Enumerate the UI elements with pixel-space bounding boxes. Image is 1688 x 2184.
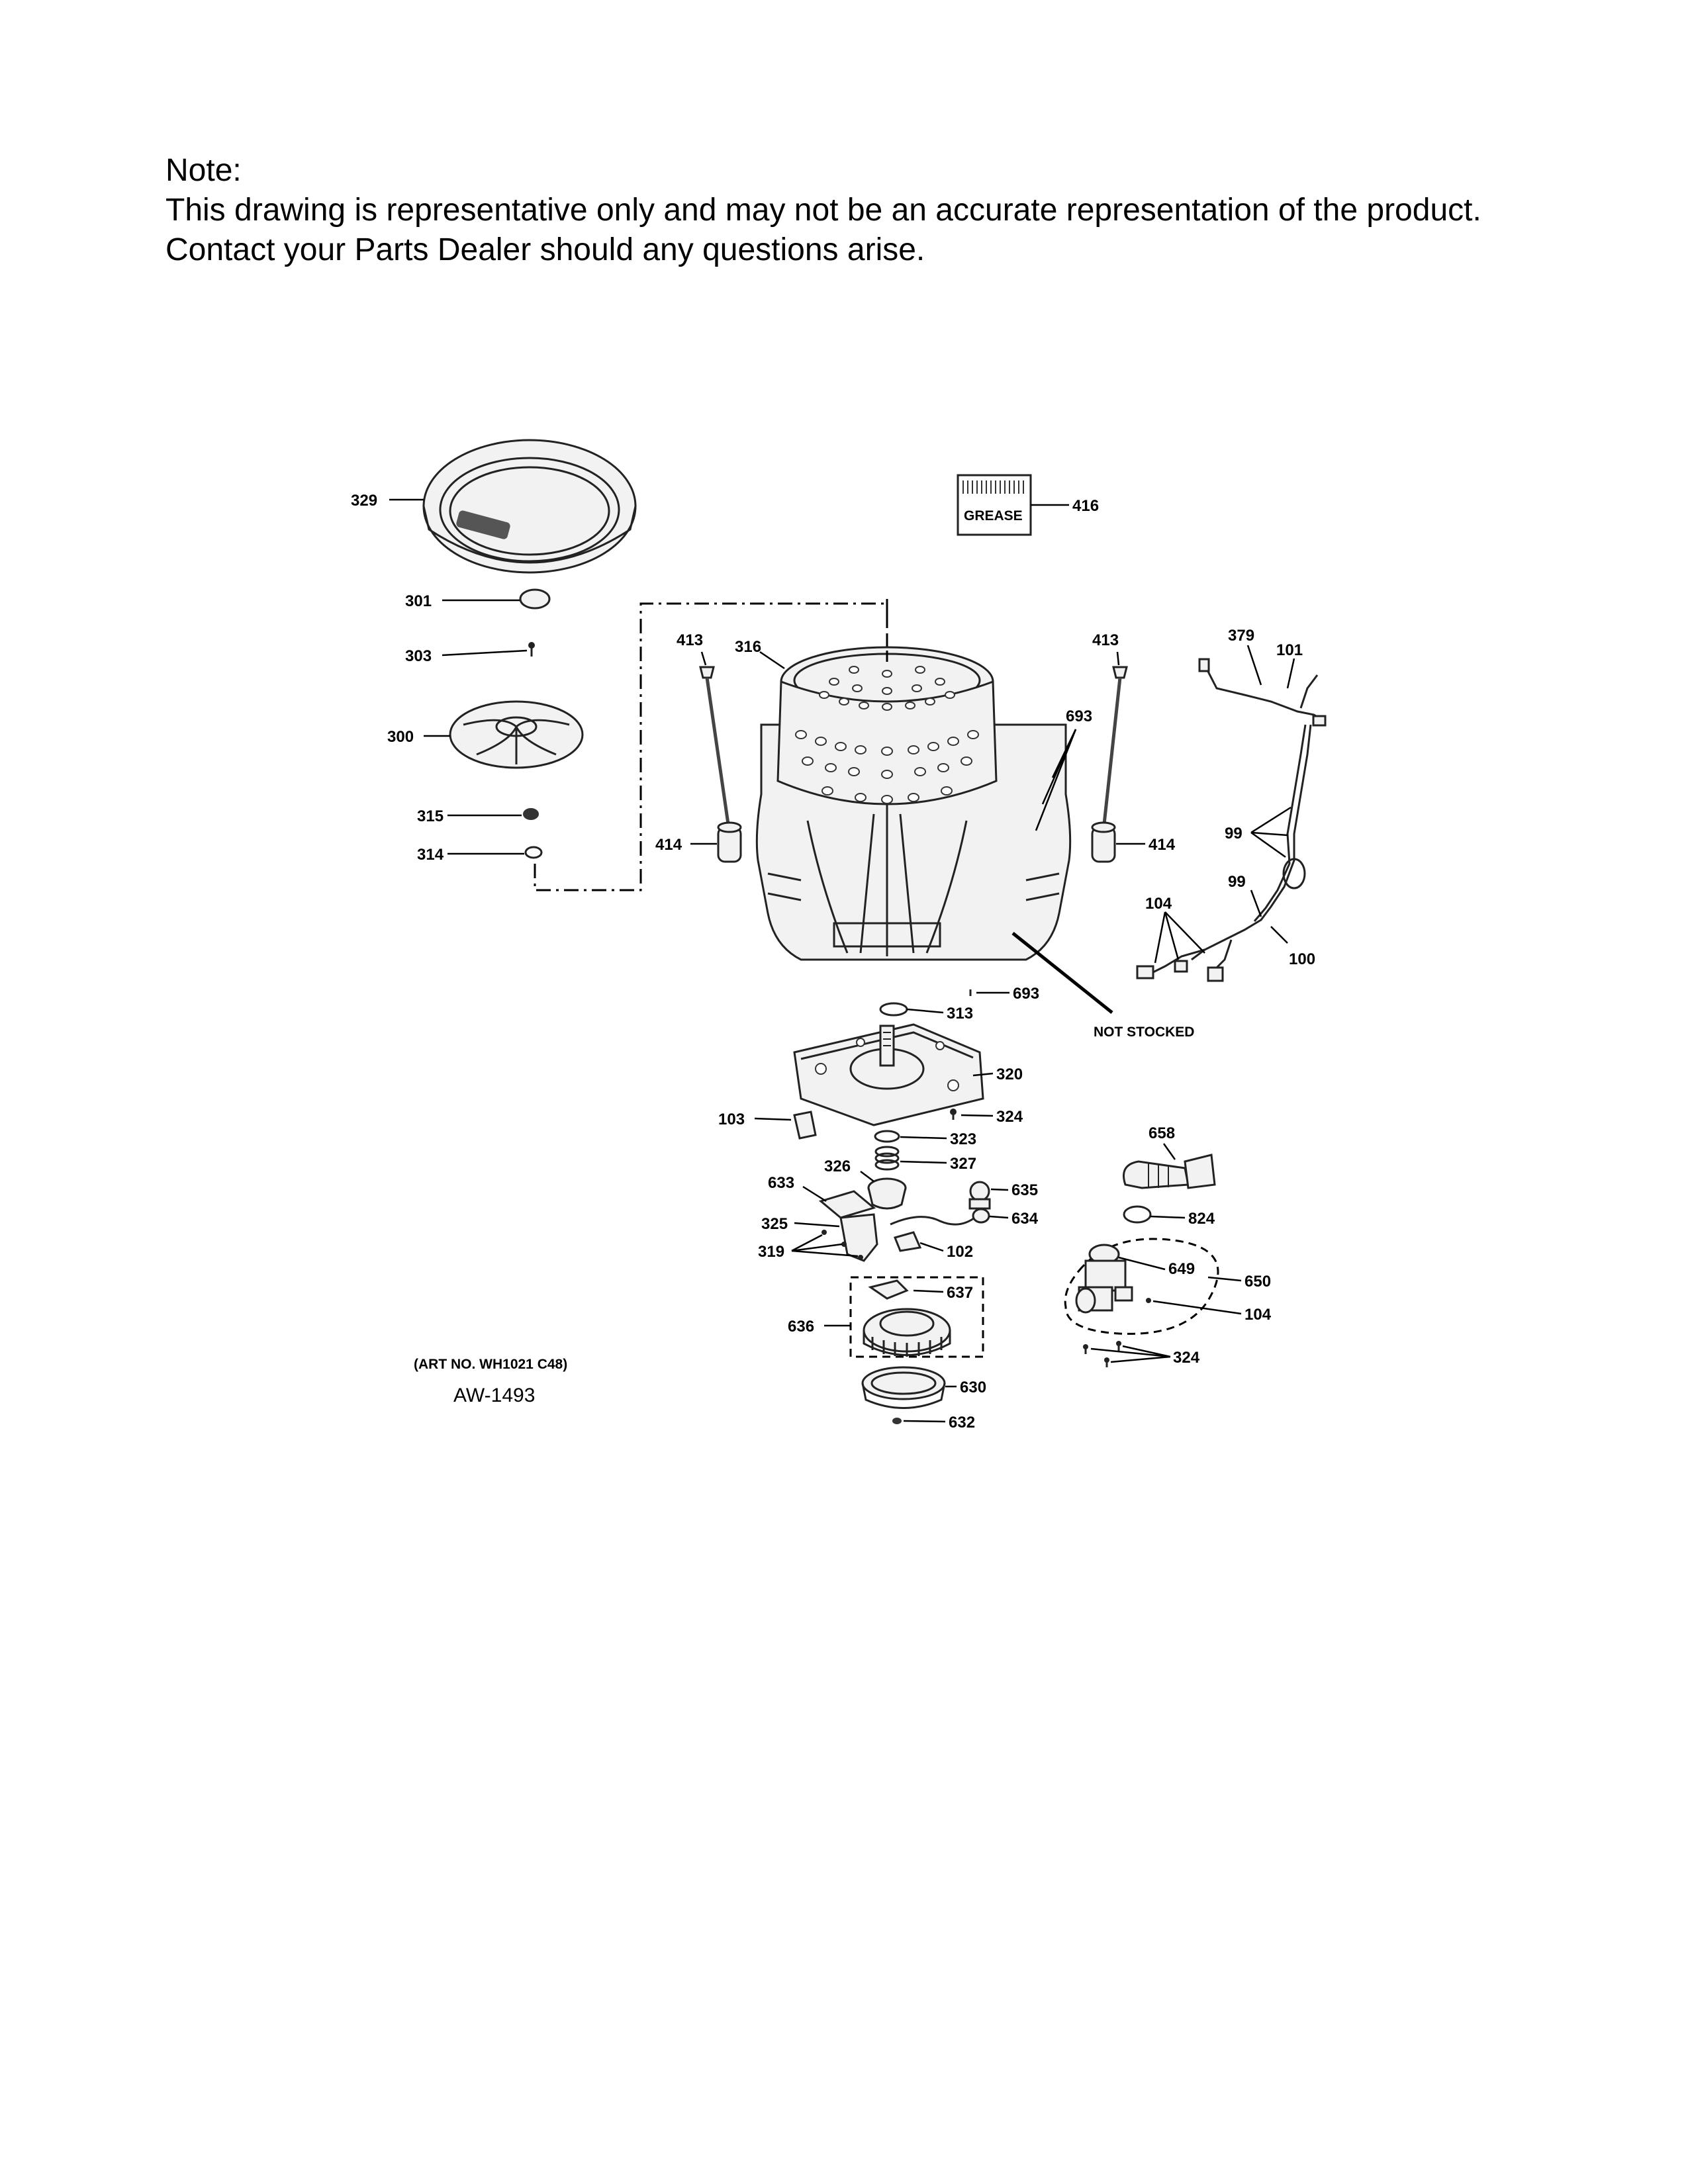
grease-box-label: GREASE (964, 508, 1023, 523)
label-693-bottom: 693 (1013, 985, 1039, 1003)
suspension-rod-right (1091, 666, 1128, 863)
label-99-b: 99 (1228, 873, 1246, 891)
label-693-top: 693 (1066, 707, 1092, 725)
art-number: (ART NO. WH1021 C48) (414, 1357, 567, 1372)
bracket-633 (818, 1190, 876, 1219)
tub-seal-ring (879, 1002, 908, 1017)
label-100: 100 (1289, 950, 1315, 968)
note-line-1: This drawing is representative only and … (165, 193, 1481, 228)
bracket-102 (893, 1231, 922, 1252)
bracket-103 (793, 1111, 817, 1140)
label-324-top: 324 (996, 1108, 1023, 1126)
label-658: 658 (1149, 1124, 1175, 1142)
label-413-left: 413 (677, 631, 703, 649)
label-650: 650 (1244, 1273, 1271, 1291)
label-315: 315 (417, 807, 444, 825)
motor-stator-636 (863, 1308, 951, 1357)
mounting-plate-transmission (793, 1023, 984, 1126)
label-635: 635 (1011, 1181, 1038, 1199)
label-314: 314 (417, 846, 444, 864)
label-316: 316 (735, 638, 761, 656)
label-630: 630 (960, 1379, 986, 1396)
spring-327 (874, 1146, 900, 1171)
label-329: 329 (351, 492, 377, 510)
hose-clamp-824 (1123, 1205, 1152, 1224)
drain-pump-649 (1075, 1244, 1133, 1314)
label-319: 319 (758, 1243, 784, 1261)
tub-screws-top (1035, 729, 1077, 831)
hall-sensor-637 (868, 1279, 909, 1300)
impeller-nut (523, 808, 539, 820)
motor-rotor-630 (861, 1366, 946, 1409)
label-102: 102 (947, 1243, 973, 1261)
impeller-disc (449, 700, 584, 769)
note-heading: Note: (165, 153, 242, 188)
suspension-rod-left (699, 666, 742, 863)
label-379: 379 (1228, 627, 1254, 645)
shifter-325 (839, 1213, 878, 1262)
wire-harness (1136, 658, 1327, 982)
label-414-left: 414 (655, 836, 682, 854)
drain-hose-658 (1123, 1154, 1216, 1189)
ring-323 (874, 1130, 900, 1143)
label-327: 327 (950, 1155, 976, 1173)
label-101: 101 (1276, 641, 1303, 659)
label-636: 636 (788, 1318, 814, 1336)
sensor-635 (968, 1181, 991, 1210)
label-99-a: 99 (1225, 825, 1243, 842)
label-632: 632 (949, 1414, 975, 1432)
sensor-wire-634 (890, 1208, 990, 1226)
disclaimer-note: Note: This drawing is representative onl… (165, 151, 1556, 270)
label-637: 637 (947, 1284, 973, 1302)
impeller-washer (524, 846, 543, 859)
label-824: 824 (1188, 1210, 1215, 1228)
rotor-nut-632 (892, 1418, 902, 1424)
label-303: 303 (405, 647, 432, 665)
label-326: 326 (824, 1158, 851, 1175)
note-line-2: Contact your Parts Dealer should any que… (165, 232, 925, 267)
label-103: 103 (718, 1111, 745, 1128)
motor-assembly-box (849, 1276, 984, 1358)
clutch-326 (867, 1177, 907, 1210)
not-stocked-label: NOT STOCKED (1094, 1024, 1194, 1040)
label-413-right: 413 (1092, 631, 1119, 649)
tub-cover-ring (422, 439, 637, 574)
screws-319 (821, 1230, 863, 1260)
label-324-bottom: 324 (1173, 1349, 1200, 1367)
label-634: 634 (1011, 1210, 1039, 1228)
grease-packet: GREASE (957, 474, 1032, 536)
label-323: 323 (950, 1130, 976, 1148)
wash-basket-tub (755, 599, 1072, 961)
screw-324-top (950, 1109, 957, 1120)
label-416: 416 (1072, 497, 1099, 515)
label-300: 300 (387, 728, 414, 746)
label-320: 320 (996, 1066, 1023, 1083)
label-649: 649 (1168, 1260, 1195, 1278)
agitator-bolt (528, 642, 535, 657)
not-stocked-leader (1011, 932, 1113, 1014)
agitator-cap (519, 588, 551, 610)
label-313: 313 (947, 1005, 973, 1023)
label-325: 325 (761, 1215, 788, 1233)
label-633: 633 (768, 1174, 794, 1192)
screws-324-bottom (1083, 1341, 1121, 1367)
art-code: AW-1493 (453, 1385, 535, 1406)
label-104-pump: 104 (1244, 1306, 1272, 1324)
label-414-right: 414 (1149, 836, 1176, 854)
pump-screw-104 (1146, 1298, 1151, 1303)
label-104-harness: 104 (1145, 895, 1172, 913)
label-301: 301 (405, 592, 432, 610)
